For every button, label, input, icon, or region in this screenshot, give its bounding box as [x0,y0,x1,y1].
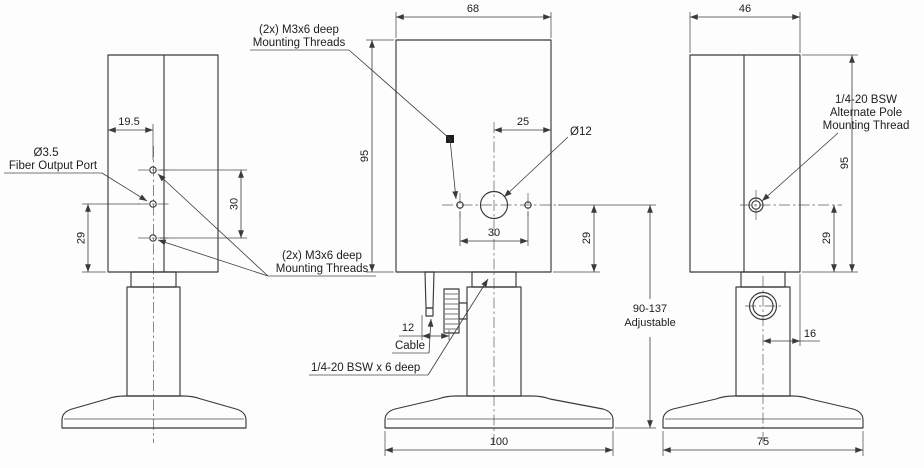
post-thread-label: 1/4-20 BSW x 6 deep [309,278,489,376]
leader-line [761,132,839,202]
mount-hole-top [149,166,157,174]
housing-side-right [689,54,801,273]
base [662,395,864,429]
aperture-circle [479,190,509,220]
dim-29-right: 29 [821,204,837,273]
left-view: 19.5 29 30 Ø3.5 Fiber Output Port (2x) M… [4,54,376,443]
right-view: 46 1/4-20 BSW Alternate Pole Mounting Th… [662,3,910,456]
mount-label-line2: Mounting Threads [276,263,369,275]
dim-75: 75 [662,431,864,456]
mount-hole-left [456,201,464,209]
dim-30-left: 30 [160,169,247,239]
dim-100: 100 [384,431,614,456]
mount-label-line2: Mounting Threads [253,37,346,49]
base [384,395,614,429]
dim-label-100: 100 [490,436,508,448]
post-hole-inner [752,295,774,317]
dim-29-front: 29 [553,204,656,273]
dim-label-46: 46 [739,3,751,15]
dim-25: 25 [493,116,552,133]
dim-95-right: 95 [802,54,858,273]
fiber-port-hole [149,200,157,208]
pole-mount-label: 1/4-20 BSW Alternate Pole Mounting Threa… [761,94,910,202]
leader-line [427,318,434,354]
mount-threads-label-left: (2x) M3x6 deep Mounting Threads [157,173,376,277]
fiber-port-label: Ø3.5 Fiber Output Port [4,147,148,202]
dim-label-12: 12 [402,322,414,334]
knob-stem [458,302,468,320]
mount-label-line1: (2x) M3x6 deep [259,24,339,36]
dim-16: 16 [762,274,820,346]
dim-label-16: 16 [804,328,816,340]
pole-label-line1: 1/4-20 BSW [835,94,897,106]
knob-knurling [445,293,458,330]
dim-adjustable: 90-137 Adjustable [615,204,676,429]
dim-label-30: 30 [488,227,500,239]
pole-label-line3: Mounting Thread [823,120,910,132]
leader-line [427,278,489,376]
leader-line [157,239,269,277]
mount-hole-right [524,201,532,209]
post-hole-outer [748,291,778,321]
leader-line [157,173,269,277]
adjustable-label-text: Adjustable [624,317,675,329]
fiber-port-name-text: Fiber Output Port [9,160,98,172]
dim-46: 46 [689,3,801,53]
pole-thread-outer [748,197,764,213]
dim-12-cable: 12 [399,315,450,340]
base [61,395,247,429]
dim-label-75: 75 [757,436,769,448]
mount-hole-bottom [149,234,157,242]
aperture-label: Ø12 [503,126,592,198]
front-view: 68 95 25 Ø12 30 29 [250,3,676,456]
dim-29-left: 29 [76,203,140,273]
dim-label-29: 29 [581,232,593,244]
dim-30-front: 30 [459,211,529,246]
cable-label: Cable [392,318,434,354]
dim-label-95: 95 [359,150,371,162]
dim-label-68: 68 [467,3,479,15]
dim-label-29: 29 [76,232,88,244]
dim-19-5: 19.5 [107,116,154,160]
cable-tip [425,307,434,317]
post-thread-text: 1/4-20 BSW x 6 deep [311,362,420,374]
pole-thread-inner [751,200,761,210]
leader-line [348,49,459,200]
clamp-knob [443,288,460,334]
dim-label-29: 29 [821,232,833,244]
fiber-port-diameter-text: Ø3.5 [34,147,59,159]
dim-68: 68 [395,3,552,38]
mount-threads-label-front: (2x) M3x6 deep Mounting Threads [250,24,459,200]
mount-label-line1: (2x) M3x6 deep [282,250,362,262]
cable [424,271,435,309]
adjustable-range-text: 90-137 [633,303,667,315]
cable-label-text: Cable [395,340,425,352]
dim-label-95: 95 [839,157,851,169]
dim-95-front: 95 [359,39,394,273]
dim-label-25: 25 [517,116,529,128]
leader-line [503,136,569,198]
aperture-diameter-text: Ø12 [570,126,592,138]
dim-label-19-5: 19.5 [118,116,139,128]
dim-label-30: 30 [229,198,241,210]
pole-label-line2: Alternate Pole [830,107,902,119]
leader-line [101,172,148,202]
housing-side [107,54,219,273]
